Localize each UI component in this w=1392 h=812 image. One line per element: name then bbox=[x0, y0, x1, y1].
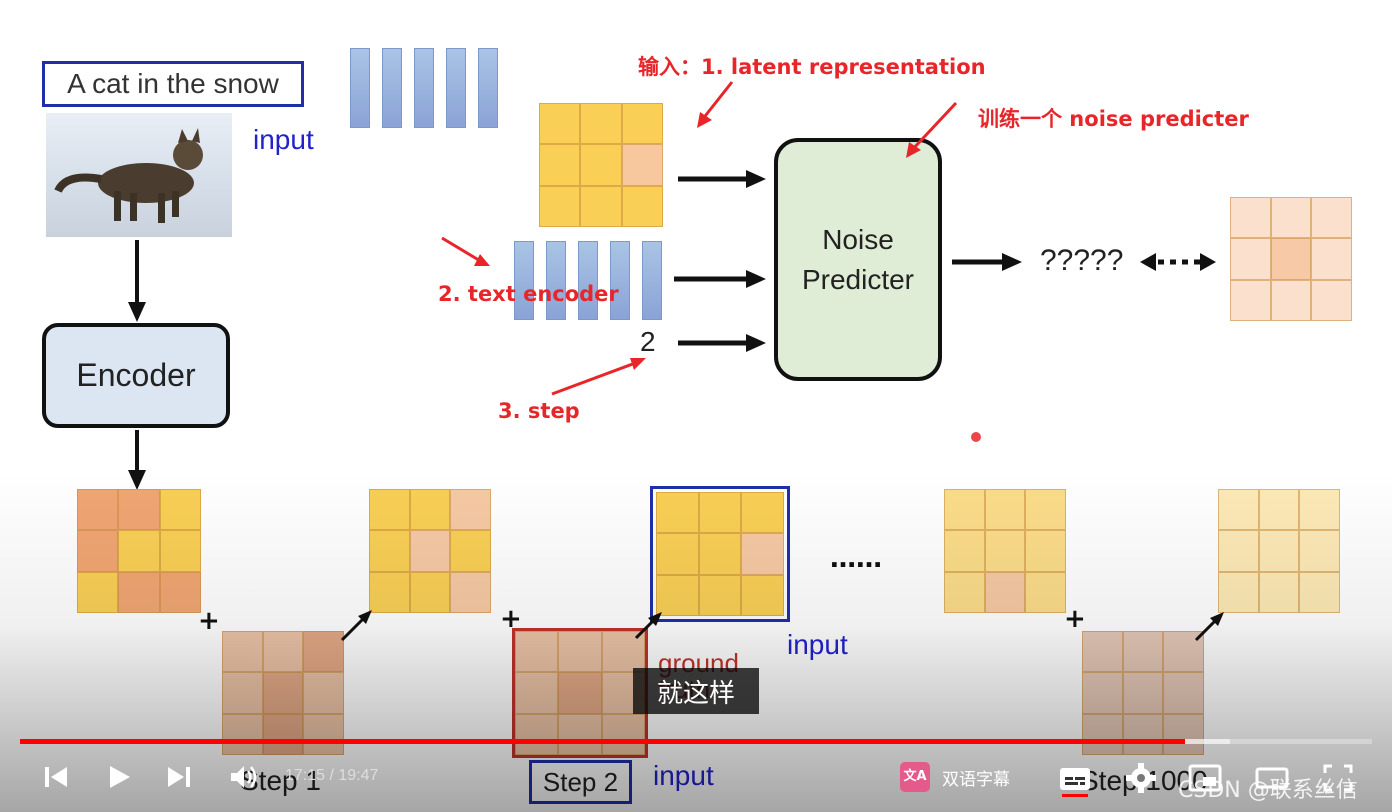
input-label-bottom: input bbox=[653, 760, 714, 791]
input-label-top: input bbox=[253, 124, 314, 155]
latent-grid-step2 bbox=[650, 486, 790, 622]
bilingual-label: 双语字幕 bbox=[942, 769, 1010, 790]
step-number: 2 bbox=[640, 326, 656, 357]
fullscreen-icon bbox=[1323, 764, 1353, 792]
volume-icon bbox=[231, 766, 257, 788]
input-label-frame: input bbox=[787, 629, 848, 660]
output-arrow bbox=[952, 253, 1022, 271]
latent-grid bbox=[539, 103, 663, 227]
cat-image bbox=[46, 113, 232, 237]
translate-icon: 文A bbox=[900, 762, 930, 792]
noise-grid-step1 bbox=[222, 631, 344, 755]
noise-grid-step2 bbox=[512, 628, 648, 758]
skip-previous-icon bbox=[45, 767, 67, 787]
arrow-down-to-encoder bbox=[128, 240, 146, 322]
latent-grid-step1 bbox=[369, 489, 491, 613]
volume-button[interactable] bbox=[228, 762, 260, 792]
progress-bar[interactable] bbox=[20, 739, 1372, 744]
inputs-arrows bbox=[674, 170, 766, 352]
step2-label-box: Step 2 bbox=[529, 760, 632, 804]
plus-2: + bbox=[500, 604, 522, 634]
noise-predicter-label: Noise Predicter bbox=[801, 223, 915, 295]
subtitles-icon bbox=[1060, 768, 1090, 797]
caption-text: A cat in the snow bbox=[67, 68, 279, 99]
encoder-box: Encoder bbox=[42, 323, 230, 428]
annotation-text-encoder: 2. text encoder bbox=[438, 282, 619, 306]
annotation-step: 3. step bbox=[498, 399, 580, 423]
gear-icon bbox=[1126, 763, 1156, 793]
ellipsis: …… bbox=[830, 544, 882, 574]
time-separator: / bbox=[325, 767, 339, 784]
annotation-arrows bbox=[441, 81, 981, 442]
theater-mode-icon bbox=[1255, 767, 1289, 789]
caption-box: A cat in the snow bbox=[42, 61, 304, 107]
plus-1: + bbox=[198, 606, 220, 636]
latent-grid-step0 bbox=[77, 489, 201, 613]
latent-grid-step1000 bbox=[1218, 489, 1340, 613]
prev-button[interactable] bbox=[41, 762, 71, 792]
chain-diagonal-arrows bbox=[340, 610, 1224, 642]
step2-label: Step 2 bbox=[542, 766, 619, 797]
csdn-watermark: CSDN @联系丝信 bbox=[1178, 778, 1358, 803]
noise-predicter-box: Noise Predicter bbox=[774, 138, 942, 381]
next-button[interactable] bbox=[164, 762, 194, 792]
latent-grid-step999 bbox=[944, 489, 1066, 613]
skip-next-icon bbox=[168, 767, 190, 787]
question-marks: ????? bbox=[1040, 244, 1124, 277]
time-display: 17:15 / 19:47 bbox=[285, 767, 378, 785]
miniplayer-button[interactable] bbox=[1188, 763, 1222, 793]
subtitle-box: 就这样 bbox=[633, 668, 759, 714]
time-total: 19:47 bbox=[338, 767, 379, 784]
miniplayer-icon bbox=[1188, 764, 1222, 792]
plus-3: + bbox=[1064, 604, 1086, 634]
noise-target-grid bbox=[1230, 197, 1352, 321]
progress-played bbox=[20, 739, 1186, 744]
play-icon bbox=[110, 766, 130, 788]
bilingual-subtitle-button[interactable]: 文A 双语字幕 bbox=[900, 761, 1010, 793]
noise-grid-step1000 bbox=[1082, 631, 1204, 755]
encoder-label: Encoder bbox=[76, 357, 196, 393]
arrow-down-from-encoder bbox=[128, 430, 146, 490]
dotted-double-arrow bbox=[1140, 253, 1216, 271]
theater-button[interactable] bbox=[1255, 763, 1289, 793]
fullscreen-button[interactable] bbox=[1322, 763, 1354, 793]
subtitle-text: 就这样 bbox=[656, 678, 735, 709]
subtitles-button[interactable] bbox=[1058, 764, 1092, 798]
settings-button[interactable] bbox=[1125, 762, 1157, 794]
annotation-input-latent: 输入：1. latent representation bbox=[638, 55, 986, 79]
time-current: 17:15 bbox=[285, 767, 326, 784]
play-button[interactable] bbox=[104, 762, 134, 792]
annotation-train-noise: 训练一个 noise predicter bbox=[978, 107, 1249, 131]
